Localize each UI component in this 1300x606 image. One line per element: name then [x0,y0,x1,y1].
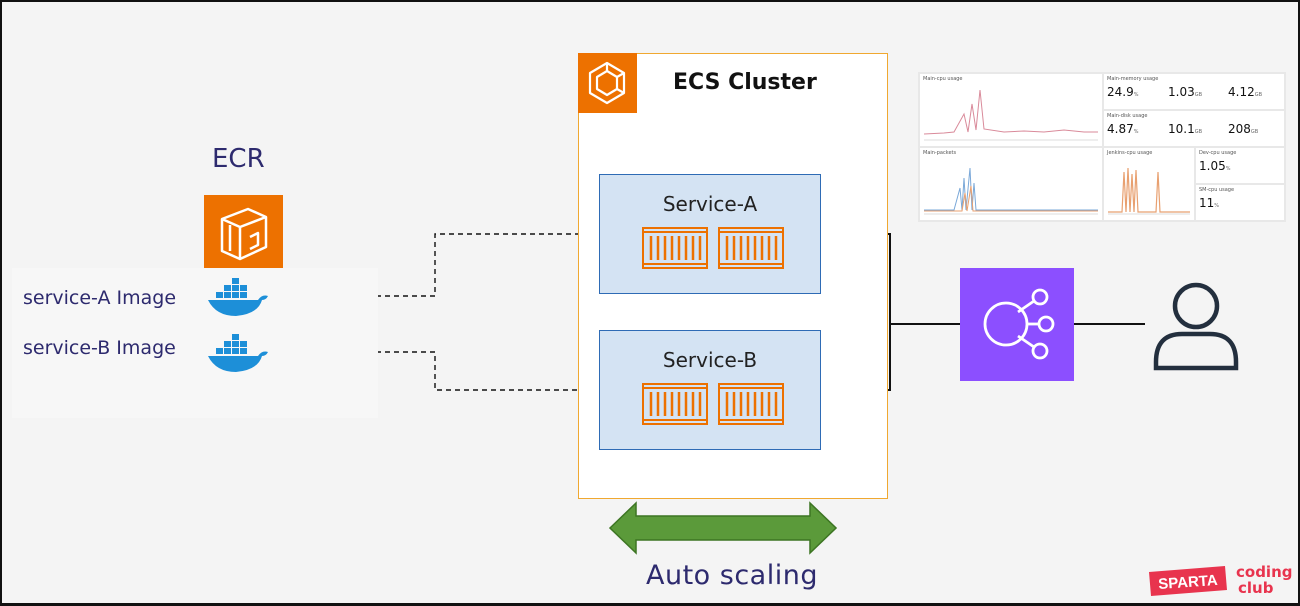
stat-unit: GB [1254,92,1263,98]
stat-number: 24.9 [1107,85,1134,99]
stat-number: 11 [1199,196,1215,210]
panel-chart [924,167,1098,215]
image-label-a: service-A Image [23,287,177,309]
ecr-icon [204,195,283,274]
stat-number: 4.87 [1107,122,1134,136]
stat-number: 10.1 [1168,122,1195,136]
sparta-logo: SPARTA [1147,564,1229,600]
auto-scaling-label: Auto scaling [646,560,818,591]
load-balancer-icon [960,268,1074,381]
panel-title: SM-cpu usage [1199,187,1235,193]
stat-value: 10.1GB [1168,122,1202,136]
panel-chart [924,89,1098,141]
stat-number: 4.12 [1228,85,1255,99]
stat-value: 24.9% [1107,85,1138,99]
dashboard-panel: Main-memory usage 24.9% 1.03GB 4.12GB [1104,74,1284,109]
dashboard-panel: Dev-cpu usage 1.05% [1196,148,1284,183]
brand-badge-text: SPARTA [1158,572,1219,593]
auto-scaling-arrow-icon [608,501,838,559]
dashboard-panel: Main-disk usage 4.87% 10.1GB 208GB [1104,111,1284,146]
stat-value: 4.87% [1107,122,1138,136]
stat-unit: GB [1194,92,1203,98]
stat-unit: % [1225,166,1231,172]
ecr-title: ECR [212,144,265,174]
stat-number: 1.03 [1168,85,1195,99]
stat-number: 208 [1228,122,1251,136]
monitoring-dashboard: Main-cpu usage Main-memory usage 24.9% 1… [918,72,1286,222]
dashboard-panel: Main-packets [920,148,1102,220]
panel-title: Main-cpu usage [923,76,963,82]
panel-chart [1108,167,1190,215]
stat-unit: GB [1250,129,1259,135]
panel-title: Main-memory usage [1107,76,1159,82]
panel-title: Main-packets [923,150,957,156]
service-b-box [599,330,821,450]
dashboard-panel: Jenkins-cpu usage [1104,148,1194,220]
stat-unit: % [1214,203,1220,209]
stat-value: 208GB [1228,122,1258,136]
container-icon [718,227,784,273]
stat-number: 1.05 [1199,159,1226,173]
panel-title: Main-disk usage [1107,113,1148,119]
container-icon [718,383,784,429]
user-icon [1150,278,1242,378]
image-list-panel [12,268,378,418]
panel-title: Dev-cpu usage [1199,150,1237,156]
container-icon [642,383,708,429]
container-icon [642,227,708,273]
stat-value: 11% [1199,196,1219,210]
stat-value: 1.05% [1199,159,1230,173]
stat-value: 1.03GB [1168,85,1202,99]
brand-line-1: coding [1236,563,1293,581]
service-a-box [599,174,821,294]
docker-whale-icon [206,334,272,380]
service-a-label: Service-A [662,192,758,216]
brand-line-2: club [1238,579,1274,597]
docker-whale-icon [206,278,272,324]
ecs-icon [578,53,637,113]
stat-unit: % [1133,129,1139,135]
dashboard-panel: Main-cpu usage [920,74,1102,146]
service-b-label: Service-B [662,348,758,372]
brand-name: coding club [1236,564,1293,596]
stat-unit: % [1133,92,1139,98]
stat-unit: GB [1194,129,1203,135]
image-label-b: service-B Image [23,337,176,359]
cluster-title: ECS Cluster [673,70,817,95]
dashboard-panel: SM-cpu usage 11% [1196,185,1284,220]
stat-value: 4.12GB [1228,85,1262,99]
panel-title: Jenkins-cpu usage [1107,150,1153,156]
